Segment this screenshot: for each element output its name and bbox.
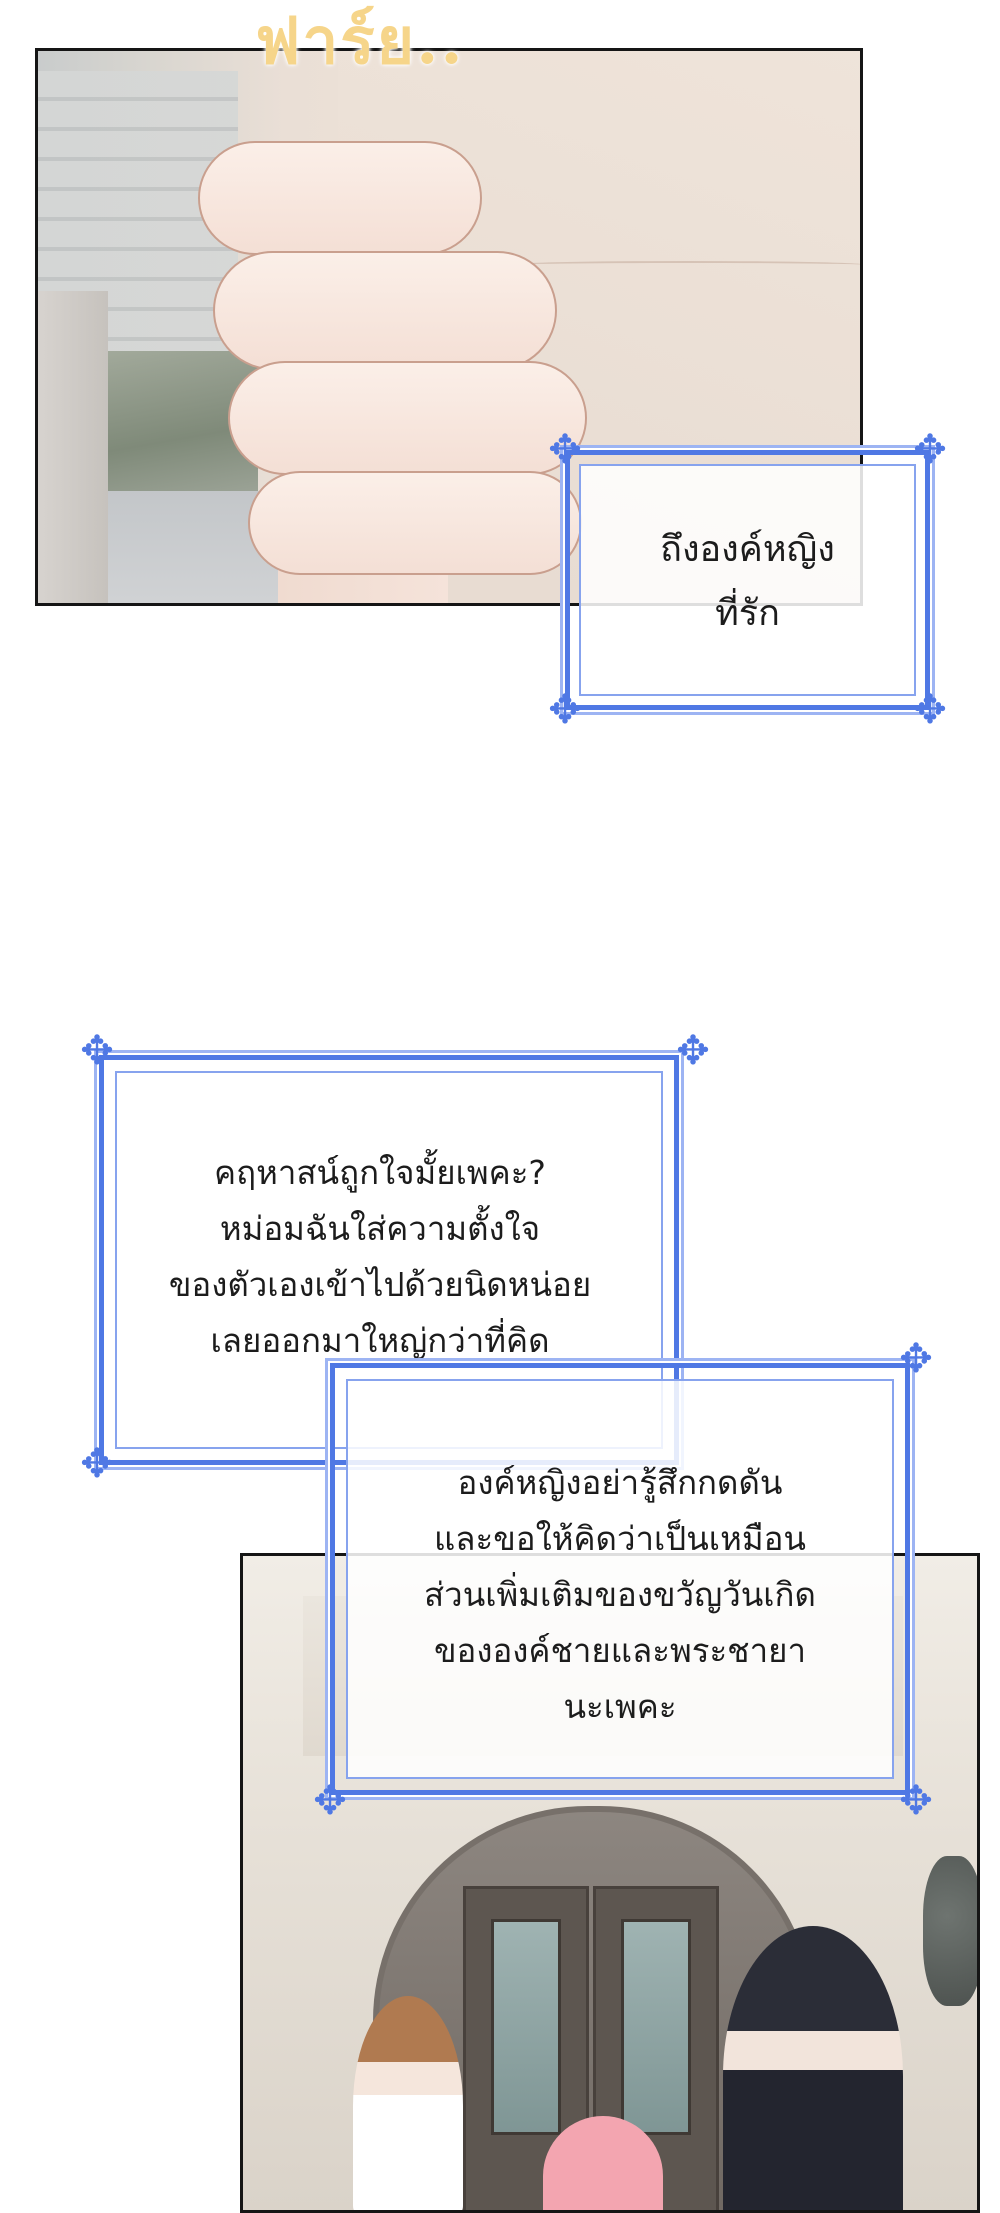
- narration-frame-inner: [346, 1379, 894, 1779]
- narration-line: ที่รัก: [715, 593, 780, 634]
- sound-effect-text: ฟาร์ย..: [255, 4, 465, 79]
- narration-line: และขอให้คิดว่าเป็นเหมือน: [434, 1519, 806, 1558]
- finger: [228, 361, 587, 475]
- ornament-corner-icon: ✥: [913, 427, 947, 473]
- ornament-corner-icon: ✥: [913, 687, 947, 733]
- character-pink-hair-girl: [543, 2116, 663, 2210]
- door-glass: [621, 1919, 691, 2135]
- narration-text: องค์หญิงอย่ารู้สึกกดดัน และขอให้คิดว่าเป…: [350, 1455, 890, 1735]
- finger: [248, 471, 582, 575]
- narration-frame: [330, 1363, 910, 1795]
- narration-line: ของตัวเองเข้าไปด้วยนิดหน่อย: [168, 1265, 592, 1304]
- finger: [213, 251, 557, 370]
- narration-box-1: ✥ ✥ ✥ ✥ ถึงองค์หญิง ที่รัก: [548, 430, 947, 730]
- narration-line: ส่วนเพิ่มเติมของขวัญวันเกิด: [424, 1575, 816, 1614]
- ornament-corner-icon: ✥: [80, 1441, 114, 1487]
- character-maid: [353, 1996, 463, 2210]
- narration-frame: [565, 450, 930, 710]
- narration-line: ถึงองค์หญิง: [660, 529, 835, 570]
- narration-line: องค์หญิงอย่ารู้สึกกดดัน: [457, 1463, 783, 1502]
- ornament-corner-icon: ✥: [548, 427, 582, 473]
- sleeve-fold: [508, 261, 860, 269]
- background-pillar: [38, 291, 108, 603]
- ornament-corner-icon: ✥: [548, 687, 582, 733]
- narration-line: ขององค์ชายและพระชายา: [434, 1631, 806, 1670]
- narration-box-3: ✥ ✥ ✥ องค์หญิงอย่ารู้สึกกดดัน และขอให้คิ…: [310, 1339, 933, 1821]
- finger: [198, 141, 482, 255]
- narration-line: นะเพคะ: [563, 1687, 677, 1726]
- narration-text: คฤหาสน์ถูกใจมั้ยเพคะ? หม่อมฉันใส่ความตั้…: [125, 1145, 635, 1369]
- narration-text: ถึงองค์หญิง ที่รัก: [585, 518, 910, 646]
- ornament-corner-icon: ✥: [899, 1336, 933, 1382]
- narration-line: เลยออกมาใหญ่กว่าที่คิด: [210, 1321, 550, 1360]
- ornament-corner-icon: ✥: [80, 1028, 114, 1074]
- narration-line: หม่อมฉันใส่ความตั้งใจ: [219, 1209, 541, 1248]
- ornament-corner-icon: ✥: [676, 1028, 710, 1074]
- ornament-corner-icon: ✥: [899, 1778, 933, 1824]
- character-butler: [723, 1926, 903, 2210]
- ornament-corner-icon: ✥: [313, 1778, 347, 1824]
- door-glass: [491, 1919, 561, 2135]
- narration-line: คฤหาสน์ถูกใจมั้ยเพคะ?: [214, 1153, 546, 1192]
- narration-frame-inner: [579, 464, 916, 696]
- potted-plant: [923, 1856, 977, 2006]
